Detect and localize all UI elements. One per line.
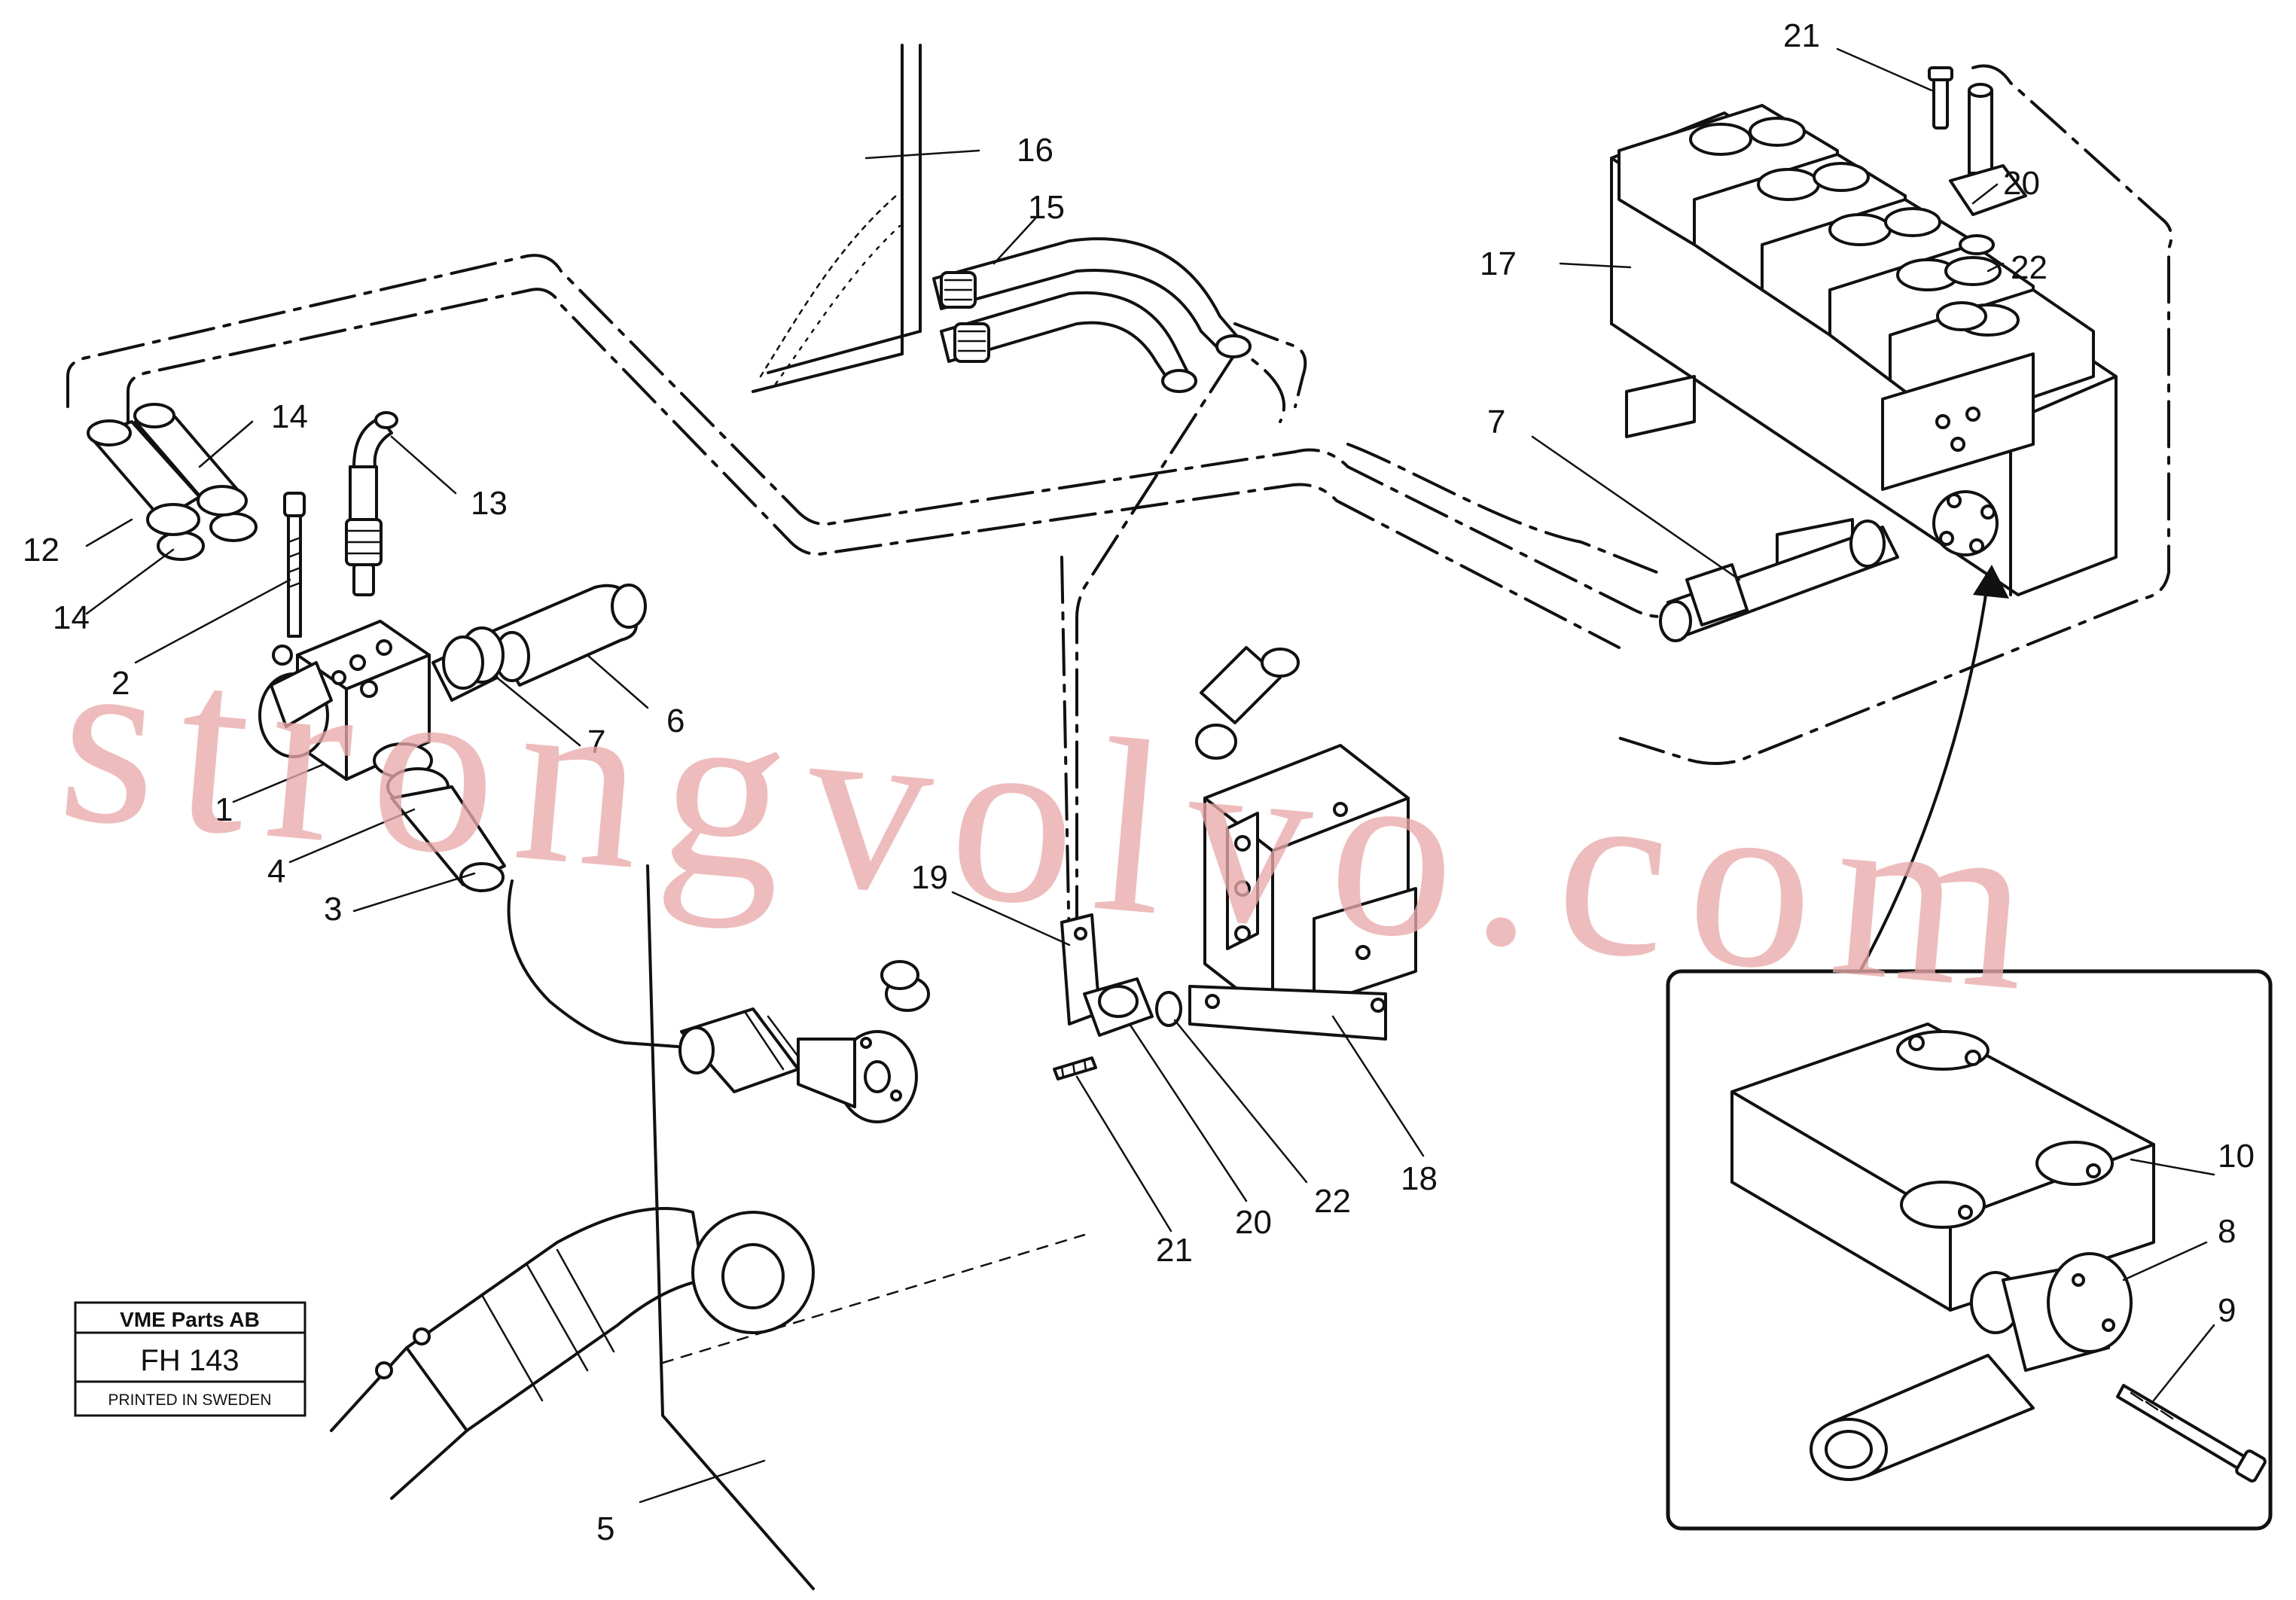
callout-10: 10 <box>2218 1138 2255 1175</box>
top-flange <box>1928 66 2027 331</box>
drawing-code: FH 143 <box>140 1344 239 1377</box>
hose-3 <box>373 742 679 1048</box>
callout-20-center: 20 <box>1235 1204 1272 1241</box>
control-valve-17 <box>1610 104 2118 596</box>
lower-fitting <box>678 960 930 1123</box>
callout-6: 6 <box>666 702 685 739</box>
center-valve-18 <box>1188 646 1417 1041</box>
pipe-routes <box>66 64 2173 950</box>
callout-2: 2 <box>111 665 130 702</box>
frame-lines <box>646 864 1086 1590</box>
callout-11: 13 <box>471 485 508 522</box>
callout-labels: 16 15 17 21 20 22 7 14 13 12 14 2 6 7 1 … <box>23 17 2255 1547</box>
upper-hoses <box>932 237 1252 393</box>
printed-note: PRINTED IN SWEDEN <box>108 1391 271 1409</box>
fitting-11 <box>345 411 398 596</box>
callout-9: 9 <box>2218 1292 2236 1329</box>
company-name: VME Parts AB <box>120 1308 260 1331</box>
callout-20-top: 20 <box>2003 165 2040 202</box>
left-hoses <box>87 403 258 561</box>
callout-16: 16 <box>1017 132 1053 169</box>
callout-14: 14 <box>53 599 90 636</box>
callout-19: 19 <box>911 859 948 896</box>
valve-block-1 <box>258 620 431 781</box>
leader-lines <box>85 47 2215 1504</box>
callout-7-right: 7 <box>1487 404 1505 440</box>
callout-12: 12 <box>23 532 59 568</box>
bracket-19 <box>1053 913 1182 1080</box>
bolt-2 <box>283 492 306 638</box>
callout-21-top: 21 <box>1783 17 1820 54</box>
callout-22-top: 22 <box>2011 249 2047 286</box>
callout-5: 5 <box>596 1510 614 1547</box>
callout-15: 15 <box>1028 189 1065 226</box>
callout-17: 17 <box>1480 245 1517 282</box>
callout-18: 18 <box>1401 1160 1438 1197</box>
callout-3: 3 <box>324 891 342 928</box>
lower-elbow-pipe <box>330 1207 815 1500</box>
callout-21-center: 21 <box>1156 1232 1193 1269</box>
callout-22-center: 22 <box>1314 1183 1351 1220</box>
callout-1: 1 <box>215 791 233 828</box>
callout-13: 14 <box>271 398 308 435</box>
callout-7-left: 7 <box>587 724 605 760</box>
callout-8: 8 <box>2218 1213 2236 1250</box>
title-block: VME Parts AB FH 143 PRINTED IN SWEDEN <box>74 1301 306 1417</box>
watermark: strongvolvo.com <box>50 597 2060 1045</box>
cab-pillar <box>752 44 922 393</box>
callout-4: 4 <box>267 853 285 890</box>
inset-detail <box>1666 565 2273 1531</box>
valve-outlet-pipe <box>1659 490 1999 642</box>
